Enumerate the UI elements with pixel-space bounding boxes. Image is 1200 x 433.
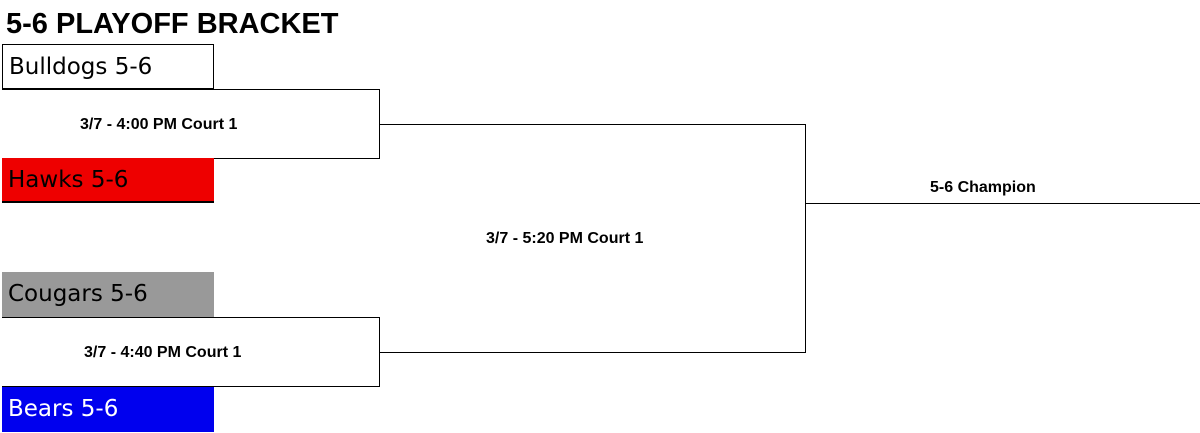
connector-game-2 [380,352,805,353]
game-1-time-label: 3/7 - 4:00 PM Court 1 [80,116,238,133]
team-bulldogs: Bulldogs 5-6 [2,44,214,89]
team-cougars: Cougars 5-6 [2,272,214,317]
connector-final-vertical [805,124,806,353]
game-2-time-label: 3/7 - 4:40 PM Court 1 [84,344,242,361]
team-hawks: Hawks 5-6 [2,158,214,203]
connector-champion [805,203,1200,204]
champion-label: 5-6 Champion [930,179,1036,196]
bracket-title: 5-6 PLAYOFF BRACKET [6,8,339,40]
connector-game-1 [380,124,805,125]
team-bears: Bears 5-6 [2,387,214,432]
game-box-2 [2,317,380,387]
final-game-time-label: 3/7 - 5:20 PM Court 1 [486,230,644,247]
game-box-1 [2,89,380,159]
